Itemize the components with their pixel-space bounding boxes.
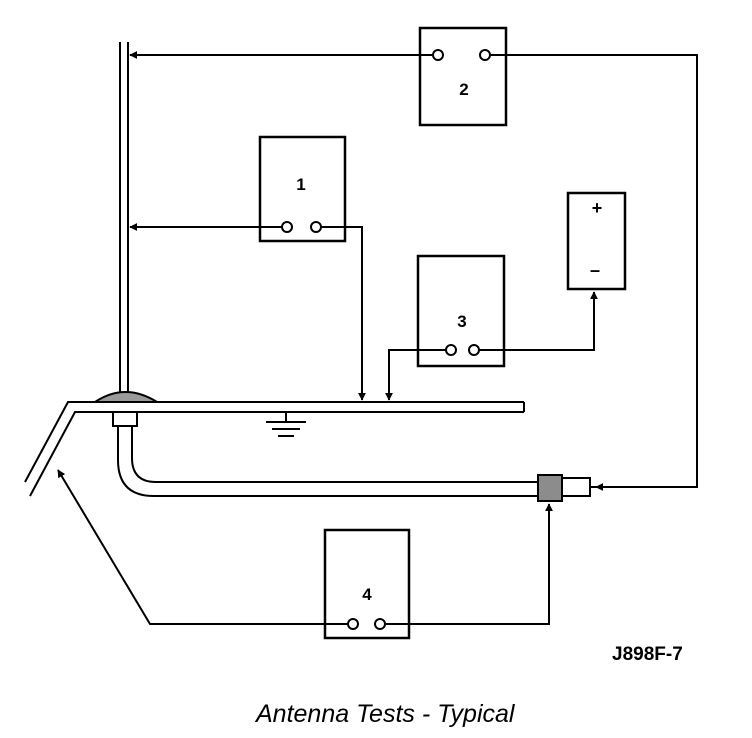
battery-positive-label: + xyxy=(592,198,603,218)
cable-connector xyxy=(537,474,563,502)
antenna-mast xyxy=(119,42,129,395)
meter-1: 1 xyxy=(258,135,347,243)
wire-meter4-to-connector xyxy=(385,503,553,625)
meter-3-terminal-right xyxy=(468,344,480,356)
antenna-base xyxy=(91,391,161,403)
meter-4: 4 xyxy=(323,528,411,640)
meter-2: 2 xyxy=(418,26,508,127)
meter-4-terminal-left xyxy=(347,618,359,630)
meter-4-label: 4 xyxy=(362,585,372,604)
meter-1-label: 1 xyxy=(296,175,305,194)
wire-meter4-to-fender xyxy=(57,469,348,625)
meter-2-terminal-right xyxy=(479,49,491,61)
meter-1-terminal-left xyxy=(281,221,293,233)
meter-2-terminal-left xyxy=(432,49,444,61)
meter-4-terminal-right xyxy=(374,618,386,630)
meter-1-terminal-right xyxy=(310,221,322,233)
antenna-cable xyxy=(117,426,540,497)
wire-meter2-to-cable xyxy=(490,54,698,491)
figure-code: J898F-7 xyxy=(612,644,683,665)
wire-meter3-to-battery xyxy=(479,291,598,351)
ground-icon xyxy=(266,412,306,437)
fender-panel xyxy=(24,401,525,497)
meter-3-label: 3 xyxy=(457,312,466,331)
wire-meter1-to-ground xyxy=(321,226,366,401)
battery-negative-label: – xyxy=(590,260,600,280)
meter-3-terminal-left xyxy=(445,344,457,356)
cable-plug xyxy=(561,477,591,497)
meter-2-label: 2 xyxy=(459,80,468,99)
battery: + – xyxy=(566,191,627,291)
meter-3: 3 xyxy=(416,254,506,368)
figure-caption: Antenna Tests - Typical xyxy=(254,700,516,728)
antenna-mount-nut xyxy=(112,411,138,427)
wire-meter3-to-ground xyxy=(385,349,446,401)
